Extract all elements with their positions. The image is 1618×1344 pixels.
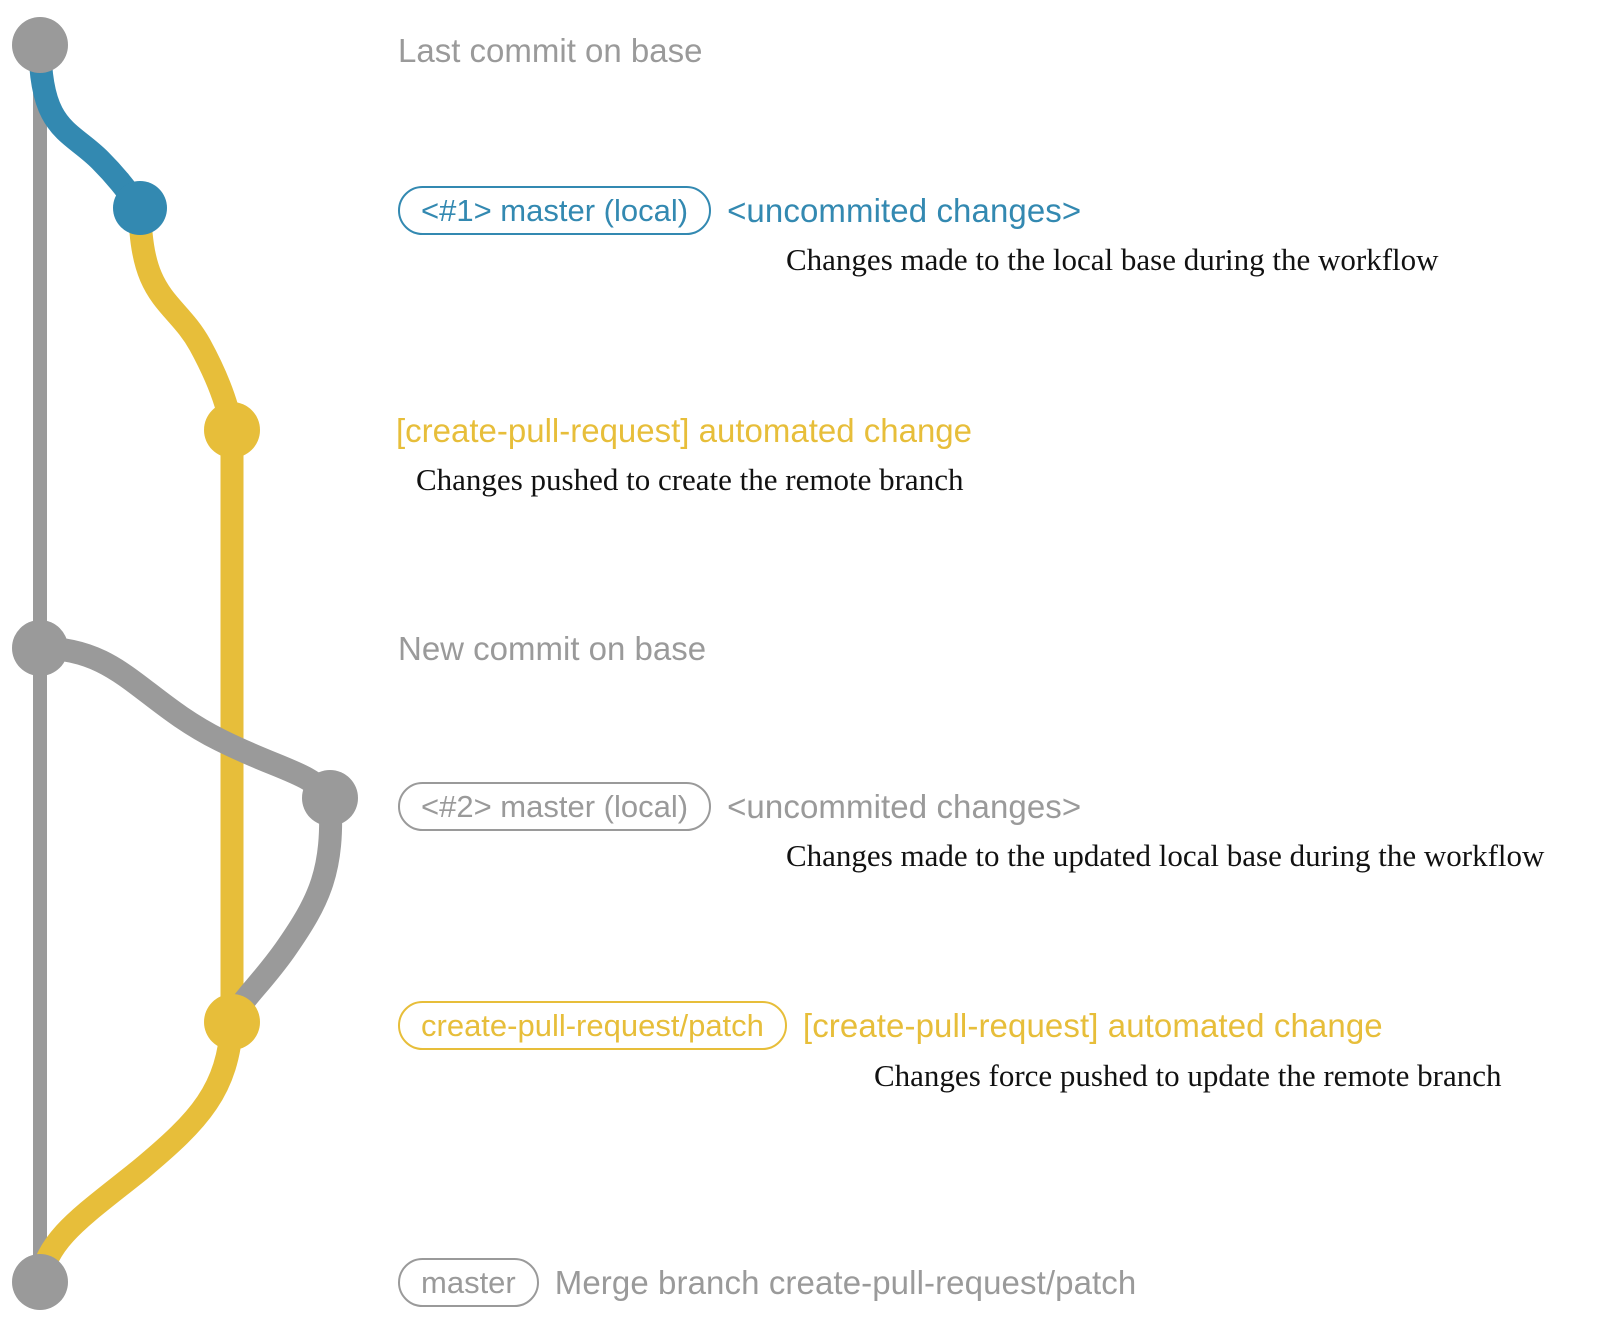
row-local-2: <#2> master (local) <uncommited changes>: [398, 782, 1081, 831]
commit-message-remote-2: [create-pull-request] automated change: [802, 1006, 1383, 1044]
ref-badge-local-2[interactable]: <#2> master (local): [398, 782, 712, 831]
commit-node-base-last[interactable]: [12, 17, 68, 73]
commit-graph: [12, 17, 358, 1310]
commit-node-remote-1[interactable]: [204, 402, 260, 458]
description-local-2: Changes made to the updated local base d…: [786, 838, 1545, 873]
caption-last-commit-on-base: Last commit on base: [398, 32, 703, 69]
commit-node-local-1[interactable]: [113, 181, 167, 235]
commit-message-local-2: <uncommited changes>: [727, 787, 1082, 825]
row-remote-2: create-pull-request/patch [create-pull-r…: [398, 1001, 1383, 1050]
commit-message-merge: Merge branch create-pull-request/patch: [554, 1263, 1137, 1301]
description-remote-2: Changes force pushed to update the remot…: [874, 1058, 1502, 1093]
caption-remote-1: [create-pull-request] automated change: [396, 412, 973, 449]
edge-local-1-to-remote-1: [128, 196, 244, 442]
description-local-1: Changes made to the local base during th…: [786, 242, 1439, 277]
commit-node-merge[interactable]: [12, 1254, 68, 1310]
ref-badge-master[interactable]: master: [398, 1258, 539, 1307]
description-remote-1: Changes pushed to create the remote bran…: [416, 462, 964, 497]
commit-node-local-2[interactable]: [302, 770, 358, 826]
row-merge: master Merge branch create-pull-request/…: [398, 1258, 1136, 1307]
edge-local-2-to-remote-2: [220, 786, 343, 1034]
ref-badge-local-1[interactable]: <#1> master (local): [398, 186, 712, 235]
edge-remote-2-to-merge: [28, 1010, 244, 1294]
edge-base-to-local-1: [28, 33, 152, 220]
edge-base-new-to-local-2: [28, 636, 342, 810]
commit-message-local-1: <uncommited changes>: [727, 191, 1082, 229]
caption-new-commit-on-base: New commit on base: [398, 630, 707, 667]
row-local-1: <#1> master (local) <uncommited changes>: [398, 186, 1081, 235]
commit-node-base-new[interactable]: [12, 620, 68, 676]
commit-node-remote-2[interactable]: [204, 994, 260, 1050]
ref-badge-remote-2[interactable]: create-pull-request/patch: [398, 1001, 787, 1050]
